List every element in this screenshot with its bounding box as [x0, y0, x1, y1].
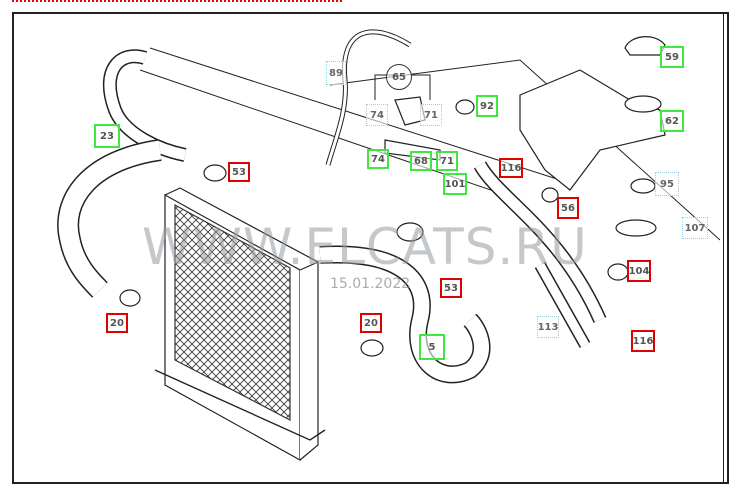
- watermark: WWW.ELCATS.RU: [142, 218, 588, 276]
- callout-71[interactable]: 71: [436, 151, 458, 171]
- callout-95[interactable]: 95: [655, 172, 679, 196]
- callout-5[interactable]: 5: [419, 334, 445, 360]
- plug-95: [630, 178, 656, 194]
- callout-65[interactable]: 65: [386, 64, 412, 90]
- callout-74[interactable]: 74: [367, 149, 389, 169]
- nut-92: [455, 99, 475, 115]
- clamp-20b: [360, 339, 384, 357]
- callout-92[interactable]: 92: [476, 95, 498, 117]
- clip-107: [615, 219, 657, 237]
- callout-74[interactable]: 74: [366, 104, 388, 126]
- callout-56[interactable]: 56: [557, 197, 579, 219]
- leader-line: [149, 47, 561, 181]
- header-red-text-fragment: [12, 0, 342, 5]
- clamp-56: [541, 187, 559, 203]
- callout-59[interactable]: 59: [660, 46, 684, 68]
- callout-53[interactable]: 53: [228, 162, 250, 182]
- callout-53[interactable]: 53: [440, 278, 462, 298]
- clamp-20: [119, 289, 141, 307]
- callout-62[interactable]: 62: [660, 110, 684, 132]
- callout-20[interactable]: 20: [106, 313, 128, 333]
- cap-59: [624, 36, 666, 56]
- callout-113[interactable]: 113: [537, 316, 559, 338]
- callout-107[interactable]: 107: [682, 217, 708, 239]
- callout-68[interactable]: 68: [410, 151, 432, 171]
- watermark-date: 15.01.2022: [330, 276, 411, 292]
- callout-23[interactable]: 23: [94, 124, 120, 148]
- callout-20[interactable]: 20: [360, 313, 382, 333]
- expansion-tank: [519, 69, 666, 191]
- callout-71[interactable]: 71: [420, 104, 442, 126]
- clamp-53: [203, 164, 227, 182]
- clamp-53b: [396, 222, 424, 242]
- grommet-104: [607, 263, 629, 281]
- callout-104[interactable]: 104: [627, 260, 651, 282]
- callout-101[interactable]: 101: [443, 173, 467, 195]
- diagram-frame: [12, 12, 729, 484]
- callout-89[interactable]: 89: [326, 61, 346, 85]
- callout-116[interactable]: 116: [631, 330, 655, 352]
- callout-116[interactable]: 116: [499, 158, 523, 178]
